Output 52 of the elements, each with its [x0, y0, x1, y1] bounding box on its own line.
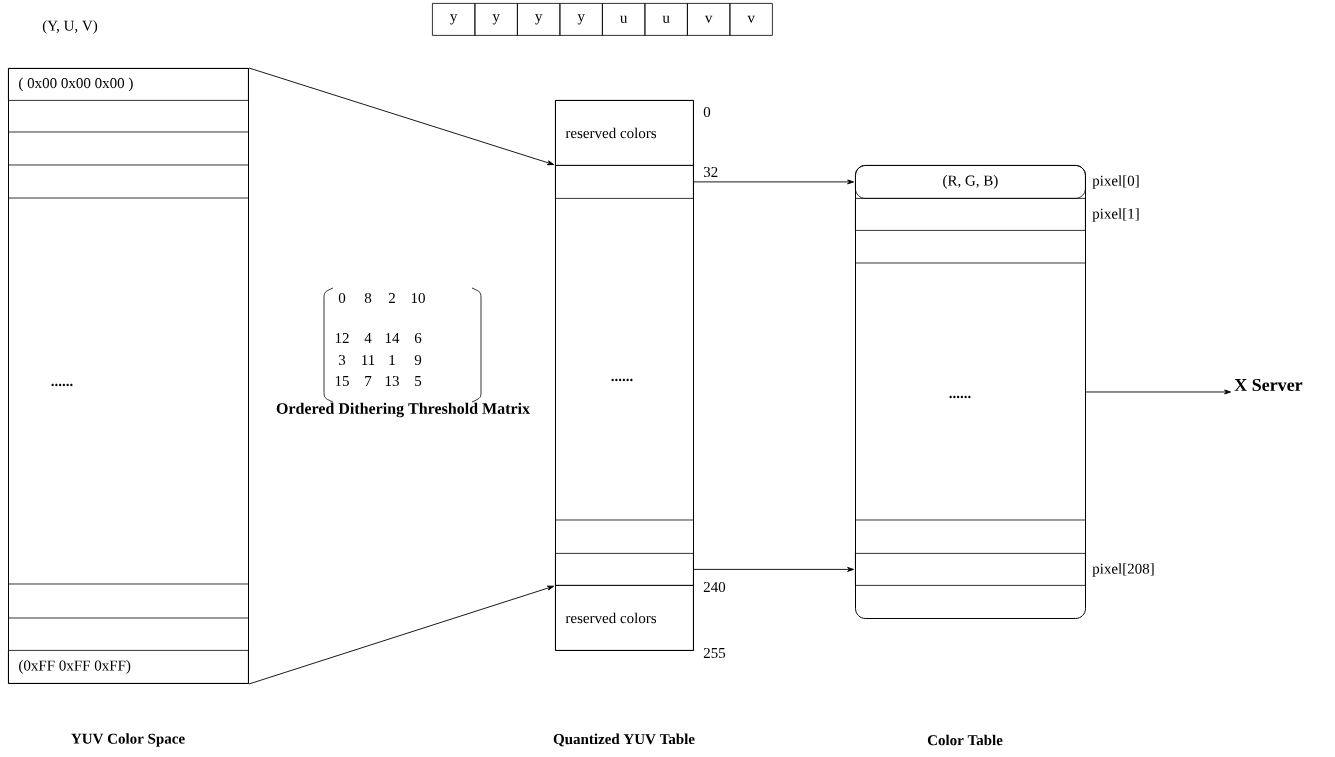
matrix-entry: 6: [414, 332, 422, 344]
matrix-entry: 13: [385, 375, 399, 387]
matrix-entry: 3: [339, 354, 346, 366]
table-row: reserved colors: [555, 585, 694, 651]
ellipsis: ......: [949, 395, 971, 399]
index-label: 240: [703, 581, 726, 593]
coordinate-label: (Y, U, V): [42, 20, 98, 34]
matrix-entry: 15: [335, 376, 349, 386]
memory-cell: y: [432, 3, 476, 36]
matrix-entry: 4: [364, 333, 372, 343]
table-row: (R, G, B): [855, 165, 1086, 199]
matrix-entry: 11: [362, 355, 375, 365]
table-column: [855, 165, 1086, 619]
matrix-caption: Ordered Dithering Threshold Matrix: [276, 402, 530, 418]
matrix-entry: 2: [388, 293, 395, 303]
index-label: 255: [703, 647, 726, 659]
table-row: [555, 165, 694, 199]
memory-cell: y: [517, 3, 561, 36]
table-heading: Quantized YUV Table: [553, 733, 695, 747]
matrix-entry: 10: [411, 292, 425, 304]
memory-cell: u: [602, 3, 646, 36]
table-heading: Color Table: [927, 734, 1003, 746]
row-index-label: pixel[0]: [1092, 175, 1139, 189]
ellipsis: ......: [611, 378, 633, 382]
matrix-entry: 5: [415, 376, 422, 386]
memory-cell: v: [729, 3, 773, 36]
arrow: [693, 179, 855, 185]
ellipsis: ......: [51, 383, 73, 387]
table-row: reserved colors: [555, 100, 694, 166]
memory-cell: u: [644, 3, 688, 36]
matrix-entry: 9: [414, 354, 422, 366]
arrow: [693, 566, 855, 572]
matrix-entry: 1: [389, 355, 395, 365]
memory-cell: y: [559, 3, 603, 36]
matrix-entry: 12: [335, 333, 349, 343]
row-index-label: pixel[1]: [1092, 208, 1139, 222]
matrix-entry: 7: [365, 376, 372, 386]
arrow: [248, 585, 555, 685]
table-row: [555, 553, 694, 586]
arrow: [248, 67, 555, 166]
index-label: 32: [703, 166, 718, 178]
row-index-label: pixel[208]: [1092, 563, 1154, 577]
matrix-entry: 0: [338, 292, 346, 304]
arrow: [1085, 389, 1232, 395]
table-row: (0xFF 0xFF 0xFF): [8, 650, 249, 684]
output-label: X Server: [1234, 378, 1303, 392]
memory-cell: y: [474, 3, 518, 36]
matrix-entry: 8: [364, 292, 372, 304]
table-row: ( 0x00 0x00 0x00 ): [8, 68, 249, 101]
memory-cell: v: [687, 3, 731, 36]
table-heading: YUV Color Space: [71, 733, 185, 747]
matrix-entry: 14: [385, 333, 400, 343]
